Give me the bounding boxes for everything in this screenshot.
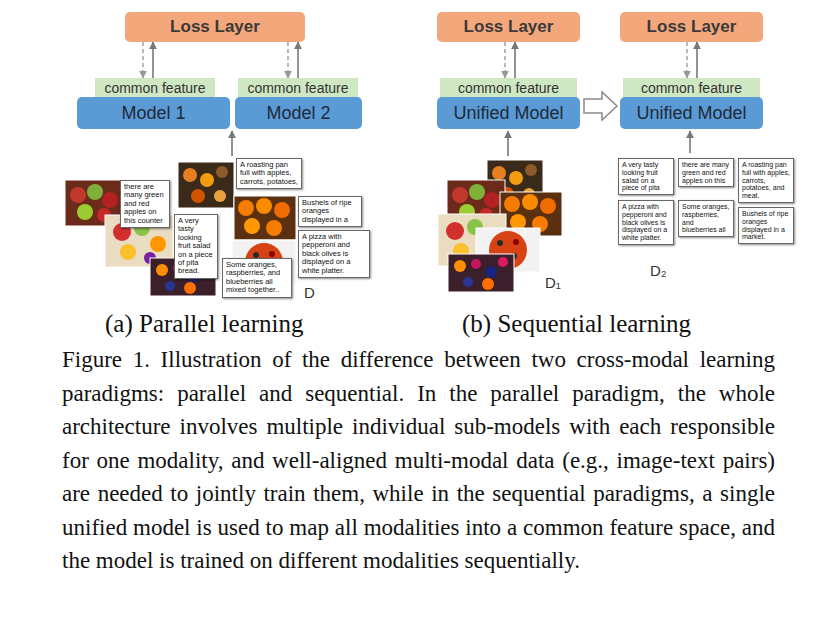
model-box: Unified Model — [437, 97, 580, 129]
caption-card: Some oranges, raspberries, and blueberri… — [678, 200, 734, 237]
caption-card: A pizza with pepperoni and black olives … — [618, 200, 674, 245]
node-text: Bushels of ripe oranges displayed in a — [302, 199, 358, 224]
caption-card: A roasting pan full with apples, carrots… — [738, 158, 794, 203]
oranges-photo — [234, 196, 296, 240]
feature-band: common feature — [238, 78, 358, 97]
dataset-label: D₁ — [545, 274, 561, 291]
caption-card: Bushels of ripe oranges displayed in a m… — [738, 207, 794, 244]
caption-card: there are many green and red apples on t… — [120, 180, 170, 228]
vegetables-photo — [178, 162, 234, 208]
caption-card: A very tasty looking fruit salad on a pi… — [174, 214, 218, 279]
gradient-arrow — [142, 42, 143, 78]
berries-photo — [448, 254, 514, 292]
caption-card: there are many green and red apples on t… — [678, 158, 734, 187]
gradient-arrow — [504, 42, 505, 78]
node-text: Bushels of ripe oranges displayed in a m… — [742, 210, 790, 241]
feature-arrow — [696, 42, 698, 78]
node-text: A roasting pan full with apples, carrots… — [742, 161, 790, 200]
node-text: common feature — [458, 80, 559, 96]
node-text: Loss Layer — [647, 17, 737, 37]
dataset-label: D — [304, 284, 315, 301]
feature-arrow — [514, 42, 516, 78]
node-text: A pizza with pepperoni and black olives … — [302, 233, 366, 275]
node-text: Some oranges, raspberries, and blueberri… — [226, 261, 288, 295]
loss-layer-box: Loss Layer — [125, 12, 305, 42]
feature-band: common feature — [95, 78, 215, 97]
caption-card: Bushels of ripe oranges displayed in a — [298, 196, 362, 227]
node-text: there are many green and red apples on t… — [124, 183, 166, 225]
loss-layer-box: Loss Layer — [620, 12, 763, 42]
node-text: Loss Layer — [464, 17, 554, 37]
model-box: Unified Model — [620, 97, 763, 129]
node-text: A very tasty looking fruit salad on a pi… — [178, 217, 214, 276]
node-text: there are many green and red apples on t… — [682, 161, 730, 184]
loss-layer-box: Loss Layer — [437, 12, 580, 42]
node-text: Unified Model — [636, 103, 746, 124]
node-text: Model 1 — [121, 103, 185, 124]
caption-card: A very tasty looking fruit salad on a pi… — [618, 158, 674, 195]
model-box: Model 2 — [235, 97, 362, 129]
node-text: common feature — [641, 80, 742, 96]
gradient-arrow — [686, 42, 687, 78]
gradient-arrow — [287, 42, 288, 78]
model-box: Model 1 — [77, 97, 230, 129]
caption-card: A roasting pan full with apples, carrots… — [236, 158, 302, 189]
feature-band: common feature — [623, 78, 760, 97]
feature-arrow — [152, 42, 154, 78]
input-arrow — [507, 131, 509, 156]
node-text: A pizza with pepperoni and black olives … — [622, 203, 670, 242]
node-text: A roasting pan full with apples, carrots… — [240, 161, 298, 186]
node-text: A very tasty looking fruit salad on a pi… — [622, 161, 670, 192]
feature-band: common feature — [440, 78, 577, 97]
caption-card: A pizza with pepperoni and black olives … — [298, 230, 370, 278]
subfigure-caption: (a) Parallel learning — [105, 310, 304, 338]
feature-arrow — [297, 42, 299, 78]
node-text: Some oranges, raspberries, and blueberri… — [682, 203, 730, 234]
node-text: Unified Model — [453, 103, 563, 124]
node-text: common feature — [104, 80, 205, 96]
figure-caption: Figure 1. Illustration of the difference… — [62, 343, 775, 578]
node-text: Model 2 — [266, 103, 330, 124]
caption-card: Some oranges, raspberries, and blueberri… — [222, 258, 292, 298]
node-text: common feature — [247, 80, 348, 96]
dataset-label: D₂ — [650, 262, 667, 279]
subfigure-caption: (b) Sequential learning — [462, 310, 691, 338]
step-arrow — [584, 92, 617, 120]
node-text: Loss Layer — [170, 17, 260, 37]
input-arrow — [231, 131, 233, 156]
input-arrow — [689, 131, 691, 153]
